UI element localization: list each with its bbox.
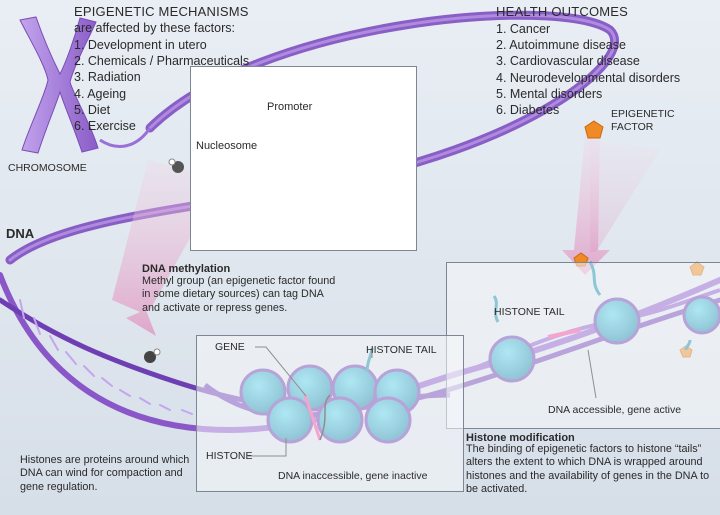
list-item: 6. Exercise <box>74 119 136 134</box>
epigenetic-subtitle: are affected by these factors: <box>74 21 235 35</box>
histone-label: HISTONE <box>206 450 253 462</box>
chromosome-label: CHROMOSOME <box>8 162 87 174</box>
list-item: 1. Development in utero <box>74 38 207 52</box>
dna-label: DNA <box>6 226 35 241</box>
epigenetic-factor-label-1: EPIGENETIC <box>611 108 675 120</box>
dna-methylation-title: DNA methylation <box>142 263 231 275</box>
list-item: 1. Cancer <box>496 22 551 36</box>
promoter-panel <box>190 66 417 251</box>
health-outcome-list: 1. Cancer 2. Autoimmune disease 3. Cardi… <box>496 21 680 118</box>
list-item: 6. Diabetes <box>496 103 560 118</box>
health-title: HEALTH OUTCOMES <box>496 4 629 19</box>
histone-modification-body: The binding of epigenetic factors to his… <box>466 443 710 496</box>
dna-inaccessible-label: DNA inaccessible, gene inactive <box>278 470 428 482</box>
list-item: 2. Autoimmune disease <box>496 38 626 53</box>
epigenetic-factor-list: 1. Development in utero 2. Chemicals / P… <box>74 37 249 134</box>
nucleosome-label: Nucleosome <box>196 140 258 152</box>
list-item: 3. Cardiovascular disease <box>496 54 640 69</box>
gene-label: GENE <box>215 341 245 353</box>
chromosome-illustration <box>19 16 152 154</box>
dna-accessible-label: DNA accessible, gene active <box>548 404 682 416</box>
methyl-tag-icon <box>144 158 184 363</box>
histone-inactive-panel <box>196 335 464 492</box>
histone-modification-title: Histone modification <box>466 432 575 444</box>
list-item: 2. Chemicals / Pharmaceuticals <box>74 54 250 69</box>
histone-tail-label-right: HISTONE TAIL <box>494 306 565 318</box>
promoter-label: Promoter <box>267 101 313 113</box>
list-item: 5. Diet <box>74 102 111 117</box>
dna-methylation-body: Methyl group (an epigenetic factor found… <box>142 275 336 314</box>
list-item: 5. Mental disorders <box>496 86 603 101</box>
epigenetic-title: EPIGENETIC MECHANISMS <box>74 4 249 19</box>
list-item: 3. Radiation <box>74 70 141 85</box>
histone-tail-label-left: HISTONE TAIL <box>366 344 437 356</box>
list-item: 4. Ageing <box>74 86 127 101</box>
list-item: 4. Neurodevelopmental disorders <box>496 70 681 85</box>
epigenetic-factor-label-2: FACTOR <box>611 121 654 133</box>
histones-note: Histones are proteins around which DNA c… <box>20 454 190 493</box>
